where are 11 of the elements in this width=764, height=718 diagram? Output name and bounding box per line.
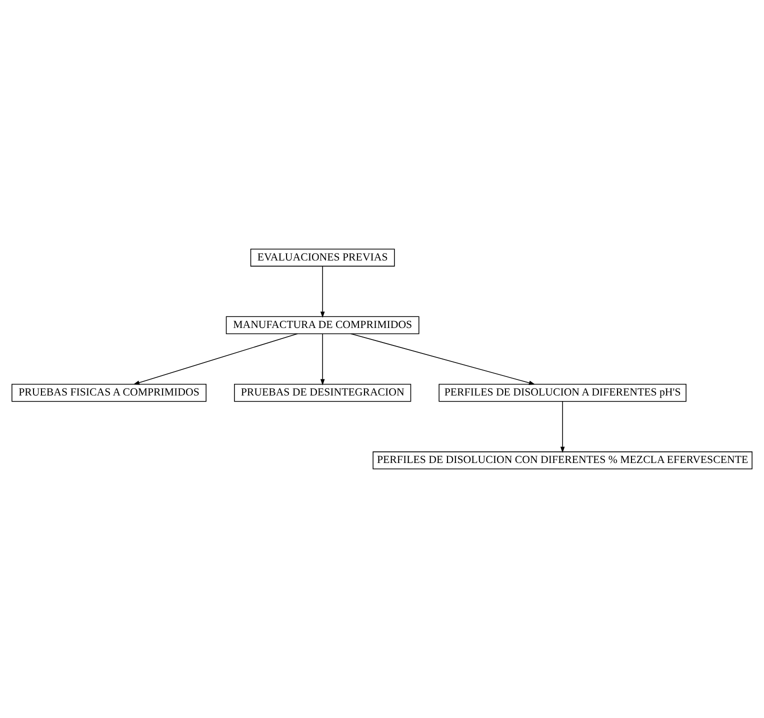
arrow [320,333,325,386]
node-box: PERFILES DE DISOLUCION A DIFERENTES pH'S [438,384,686,402]
node-box: PRUEBAS DE DESINTEGRACION [234,384,412,402]
node-box: EVALUACIONES PREVIAS [250,248,395,267]
arrow [133,333,298,385]
arrow [350,333,536,385]
node-box: PRUEBAS FISICAS A COMPRIMIDOS [12,384,206,402]
node-box: PERFILES DE DISOLUCION CON DIFERENTES % MEZCLA EFERVESCENTE [372,451,752,470]
arrow [560,401,565,453]
arrow [320,266,325,318]
node-box: MANUFACTURA DE COMPRIMIDOS [226,316,420,334]
